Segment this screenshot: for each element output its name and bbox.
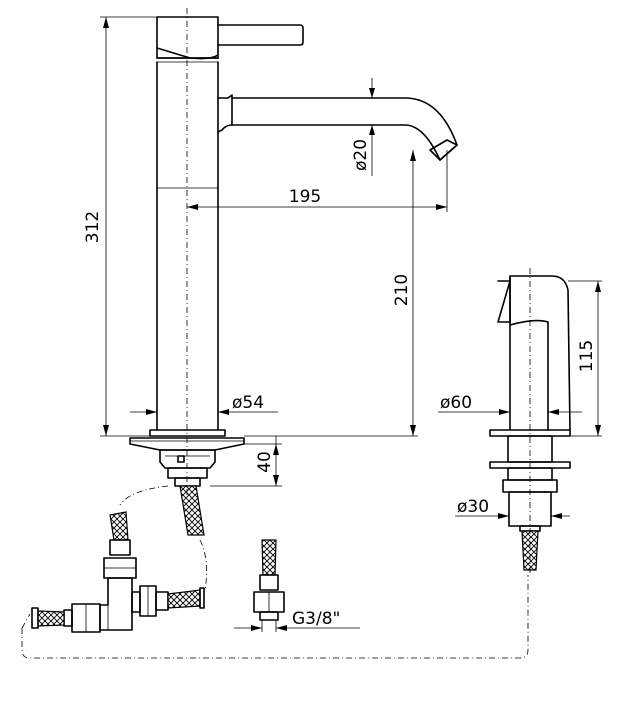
valve-assembly	[31, 511, 205, 633]
faucet-column	[156, 61, 219, 431]
label-spout-diameter: ø20	[351, 139, 371, 171]
dimension-spray-height: 115	[568, 280, 602, 437]
label-thread-size: G3/8"	[292, 609, 340, 629]
label-spray-height: 115	[577, 340, 597, 372]
lever-handle	[156, 16, 304, 60]
base-flange	[149, 429, 226, 437]
dimension-spout-reach: 195	[187, 150, 448, 212]
label-base-diameter: ø54	[232, 393, 264, 413]
spray-shank	[508, 491, 552, 527]
aerator	[429, 139, 458, 161]
shank-nut	[159, 449, 216, 469]
dimension-total-height: 312	[83, 16, 157, 437]
label-spray-base-diameter: ø60	[440, 393, 472, 413]
label-spray-shank-diameter: ø30	[457, 497, 489, 517]
label-total-height: 312	[83, 211, 103, 243]
connection-paths	[21, 485, 529, 659]
supply-hose	[179, 485, 205, 536]
hand-spray	[489, 275, 571, 571]
spray-nut	[502, 479, 558, 493]
label-base-height: 40	[255, 451, 275, 473]
label-spout-reach: 195	[289, 187, 321, 207]
dimension-spray-shank-diameter: ø30	[455, 497, 570, 519]
spout	[217, 94, 458, 161]
dimension-spout-diameter: ø20	[351, 78, 375, 176]
dimension-spray-base-diameter: ø60	[438, 393, 582, 415]
spray-head	[497, 275, 571, 431]
dimension-base-height: 40	[210, 436, 282, 487]
dimension-thread: G3/8"	[234, 609, 360, 632]
dimension-base-diameter: ø54	[130, 393, 278, 415]
label-spout-height: 210	[392, 274, 412, 306]
hose-connector	[253, 539, 285, 621]
dimension-spout-height: 210	[244, 150, 418, 437]
